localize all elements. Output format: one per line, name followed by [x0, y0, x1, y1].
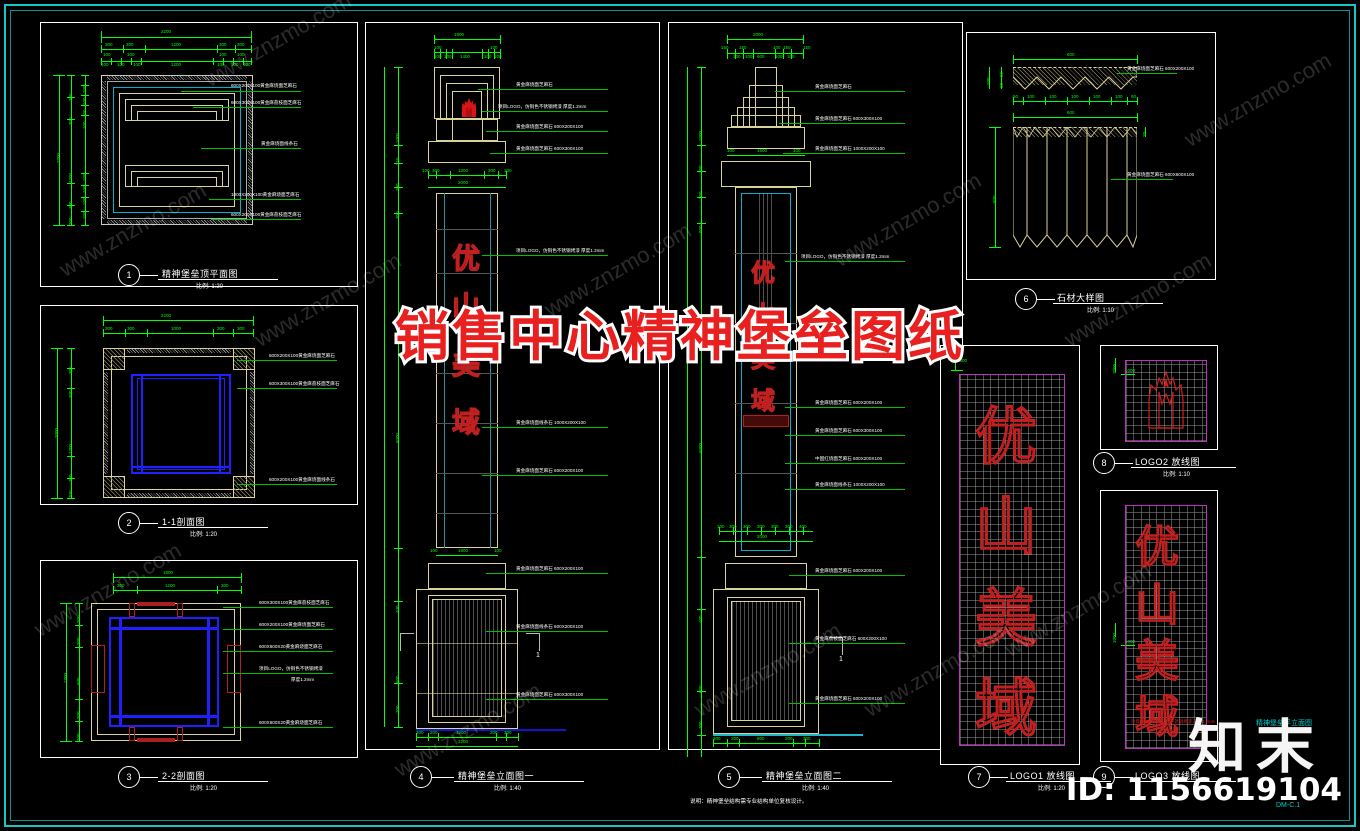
logo-char: 山: [750, 300, 775, 329]
logo-char: 优: [750, 258, 775, 287]
panel-scale: 比例: 1:20: [190, 532, 218, 538]
brand-watermark: 知末: [1187, 713, 1324, 781]
panel-scale: 比例: 1:10: [1087, 308, 1115, 314]
panel-3-section-2-2[interactable]: 1800 300 1200 300 1800 300 300 600 300 3…: [40, 560, 358, 758]
panel-number-bubble: 3: [118, 766, 140, 788]
logo-flame-icon: [1145, 370, 1187, 437]
section-mark-label: 1: [839, 656, 843, 663]
panel-number-bubble: 4: [410, 766, 432, 788]
logo-char: 优: [974, 399, 1038, 473]
panel-number-bubble: 6: [1015, 288, 1037, 310]
panel-number-bubble: 2: [118, 512, 140, 534]
red-stone-band: [743, 415, 789, 427]
panel-1-titleblock: 1 精神堡垒顶平面图 比例: 1:20: [118, 264, 298, 290]
logo-char: 美: [974, 581, 1038, 655]
logo-char: 域: [750, 386, 775, 415]
panel-8-titleblock: 8 LOGO2 放线图 比例: 1:10: [1093, 452, 1273, 478]
panel-2-section-1-1[interactable]: 2200 300 300 1000 300 300 2000 300 300 1…: [40, 305, 358, 505]
logo-char: 美: [750, 344, 775, 373]
logo-flame-icon: [458, 97, 480, 121]
section-cut-mark: [526, 633, 540, 634]
panel-5-elevation-two[interactable]: 2000 150 150 100 150 150 100 100 600 100…: [668, 22, 963, 757]
panel-scale: 比例: 1:40: [494, 786, 522, 792]
panel-title: 石材大样图: [1057, 293, 1105, 303]
panel-3-titleblock: 3 2-2剖面图 比例: 1:20: [118, 766, 298, 792]
panel-title: 1-1剖面图: [162, 517, 206, 527]
sheet-code: DM-C.1: [1276, 802, 1301, 809]
callout-text: 项目LOGO，仿铜色不锈钢烤漆 厚度1.2mm: [1131, 719, 1216, 724]
panel-4-titleblock: 4 精神堡垒立面图一 比例: 1:40: [410, 766, 640, 792]
panel-7-titleblock: 7 LOGO1 放线图 比例: 1:20: [968, 766, 1148, 792]
logo-char: 优: [1134, 521, 1179, 573]
panel-scale: 比例: 1:10: [1163, 472, 1191, 478]
panel-number-bubble: 9: [1093, 766, 1115, 788]
panel-6-titleblock: 6 石材大样图 比例: 1:10: [1015, 288, 1195, 314]
panel-title: LOGO2 放线图: [1135, 457, 1201, 467]
panel-title: LOGO1 放线图: [1010, 771, 1076, 781]
panel-2-titleblock: 2 1-1剖面图 比例: 1:20: [118, 512, 298, 538]
monument-shaft: [436, 193, 498, 548]
panel-number-bubble: 5: [718, 766, 740, 788]
plan-cyan-band: [113, 87, 241, 213]
setout-grid: [959, 374, 1065, 746]
section-cut-mark: [829, 637, 843, 638]
panel-title: 2-2剖面图: [162, 771, 206, 781]
sheet-note: 说明：精神堡垒结构需专业结构单位复核设计。: [690, 799, 808, 805]
panel-number-bubble: 1: [118, 264, 140, 286]
sheet-border-inner: [10, 10, 1350, 821]
logo-char: 域: [974, 671, 1038, 745]
sheet-corner-label: 精神堡垒平立面图: [1256, 720, 1312, 727]
panel-title: 精神堡垒立面图一: [458, 771, 535, 781]
logo-char: 山: [451, 289, 481, 323]
monument-shaft: [735, 187, 797, 557]
panel-9-titleblock: 9 LOGO3 放线图: [1093, 766, 1273, 792]
logo-char: 优: [451, 241, 481, 275]
logo-char: 美: [451, 347, 481, 381]
panel-title: 精神堡垒顶平面图: [162, 269, 239, 279]
logo-char: 山: [974, 489, 1038, 563]
panel-number-bubble: 7: [968, 766, 990, 788]
monument-base: [713, 589, 819, 734]
callout-text: 600X200X100黄金麻烧面芝麻石: [231, 83, 297, 88]
panel-title: 精神堡垒立面图二: [766, 771, 843, 781]
steel-frame: [109, 617, 219, 727]
fluted-stone-panel: [432, 599, 502, 717]
panel-scale: 比例: 1:20: [190, 786, 218, 792]
panel-7-logo1-setout[interactable]: 1000 优 山 美 域: [940, 345, 1080, 765]
panel-title: LOGO3 放线图: [1135, 771, 1201, 781]
steel-frame: [131, 374, 231, 474]
panel-1-top-plan[interactable]: 2200 300 300 1200 300 300 100 100 100 10…: [40, 22, 358, 287]
monument-base: [416, 589, 518, 729]
panel-number-bubble: 8: [1093, 452, 1115, 474]
logo-char: 域: [451, 405, 481, 439]
panel-8-logo2-setout[interactable]: 1000 1000: [1100, 345, 1218, 450]
asset-id-label: ID: 1156619104: [1065, 772, 1342, 808]
panel-scale: 比例: 1:20: [1038, 786, 1066, 792]
panel-9-logo3-setout[interactable]: 1000 1000 优 山 美 域 项目LOGO，仿铜色不锈钢烤漆 厚度1.2m…: [1100, 490, 1218, 762]
panel-scale: 比例: 1:40: [802, 786, 830, 792]
sheet-headline: 销售中心精神堡垒图纸: [392, 302, 965, 371]
section-mark-label: 1: [536, 652, 540, 659]
logo-char: 山: [1134, 579, 1179, 631]
panel-6-stone-detail[interactable]: 600 100 50 50 50 100 100 100 100 100 50 …: [966, 32, 1216, 280]
panel-5-titleblock: 5 精神堡垒立面图二 比例: 1:40: [718, 766, 948, 792]
logo-char: 美: [1134, 635, 1179, 687]
fluted-stone-panel: [731, 601, 801, 721]
logo-char: 域: [1134, 691, 1179, 743]
panel-scale: 比例: 1:20: [196, 284, 224, 290]
sheet-border-outer: [4, 4, 1356, 827]
panel-4-elevation-one[interactable]: 1800 100 100 100 100 1400 100 100 1000 1…: [365, 22, 660, 750]
dim-text: 2200: [161, 29, 172, 34]
